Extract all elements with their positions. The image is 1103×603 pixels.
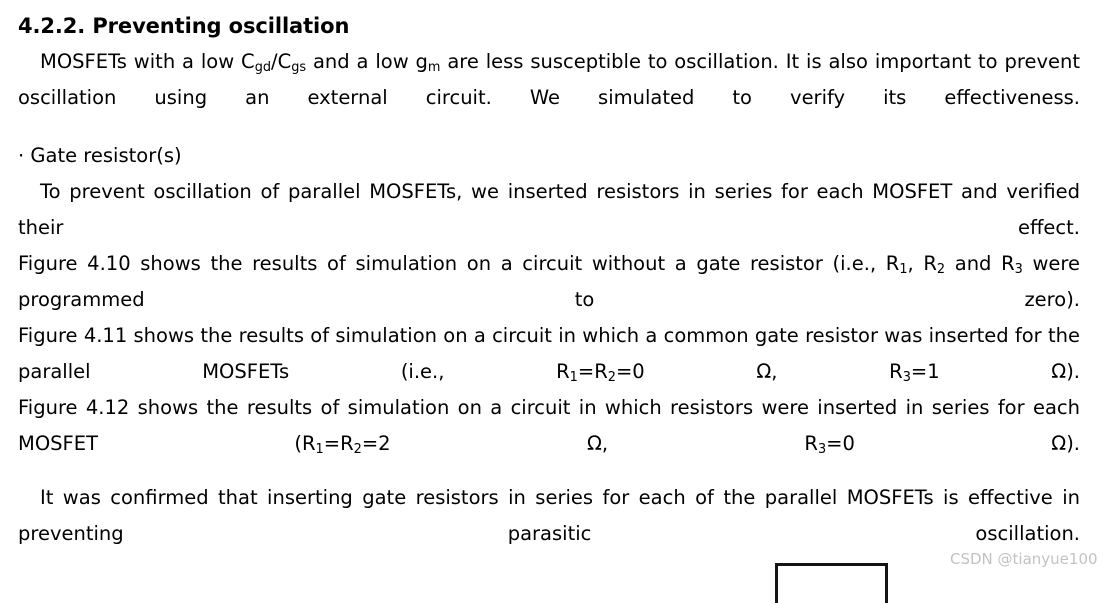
subscript-m: m <box>427 59 441 75</box>
intro-text-a: MOSFETs with a low C <box>40 50 255 73</box>
subscript-r2: 2 <box>607 369 616 385</box>
subscript-r2: 2 <box>353 441 362 457</box>
fig410-text-b: , R <box>907 252 937 275</box>
paragraph-figure-411: Figure 4.11 shows the results of simulat… <box>18 318 1080 390</box>
paragraph-figure-412: Figure 4.12 shows the results of simulat… <box>18 390 1080 462</box>
fig412-text-b: =R <box>323 432 354 455</box>
fig412-text-a: Figure 4.12 shows the results of simulat… <box>18 396 1080 455</box>
paragraph-spacer-2 <box>18 462 1080 480</box>
subscript-gs: gs <box>291 59 307 75</box>
gate-resistor-body-text: To prevent oscillation of parallel MOSFE… <box>18 180 1080 239</box>
subscript-r3: 3 <box>1014 261 1023 277</box>
fig410-text-a: Figure 4.10 shows the results of simulat… <box>18 252 900 275</box>
subscript-r1: 1 <box>315 441 324 457</box>
fig410-text-c: and R <box>945 252 1015 275</box>
paragraph-spacer-1 <box>18 116 1080 138</box>
subscript-r2: 2 <box>936 261 946 277</box>
subscript-r1: 1 <box>899 261 908 277</box>
intro-text-b: /C <box>271 50 292 73</box>
fig411-text-b: =R <box>577 360 608 383</box>
paragraph-figure-410: Figure 4.10 shows the results of simulat… <box>18 246 1080 318</box>
partial-figure-outline <box>775 563 888 603</box>
paragraph-intro: MOSFETs with a low Cgd/Cgs and a low gm … <box>18 44 1080 116</box>
subscript-r3: 3 <box>817 441 827 457</box>
fig412-text-d: =0 Ω). <box>826 432 1081 455</box>
intro-text-d: are less susceptible to oscillation. It … <box>18 50 1080 109</box>
paragraph-gate-resistor-body: To prevent oscillation of parallel MOSFE… <box>18 174 1080 246</box>
document-page: 4.2.2. Preventing oscillation MOSFETs wi… <box>18 0 1080 577</box>
fig411-text-c: =0 Ω, R <box>615 360 903 383</box>
bullet-dot-icon: · <box>18 144 25 167</box>
fig410-text-d: were programmed to zero). <box>18 252 1081 311</box>
csdn-watermark: CSDN @tianyue100 <box>950 550 1098 568</box>
conclusion-text: It was confirmed that inserting gate res… <box>18 486 1080 545</box>
fig411-text-d: =1 Ω). <box>910 360 1081 383</box>
bullet-gate-resistor: · Gate resistor(s) <box>18 138 1080 174</box>
subscript-gd: gd <box>254 59 272 75</box>
fig412-text-c: =2 Ω, R <box>361 432 818 455</box>
paragraph-conclusion: It was confirmed that inserting gate res… <box>18 480 1080 552</box>
page-heading: 4.2.2. Preventing oscillation <box>18 14 350 38</box>
bullet-label: Gate resistor(s) <box>30 144 182 167</box>
intro-text-c: and a low g <box>306 50 428 73</box>
subscript-r1: 1 <box>569 369 578 385</box>
subscript-r3: 3 <box>902 369 911 385</box>
fig411-text-a: Figure 4.11 shows the results of simulat… <box>18 324 1080 383</box>
